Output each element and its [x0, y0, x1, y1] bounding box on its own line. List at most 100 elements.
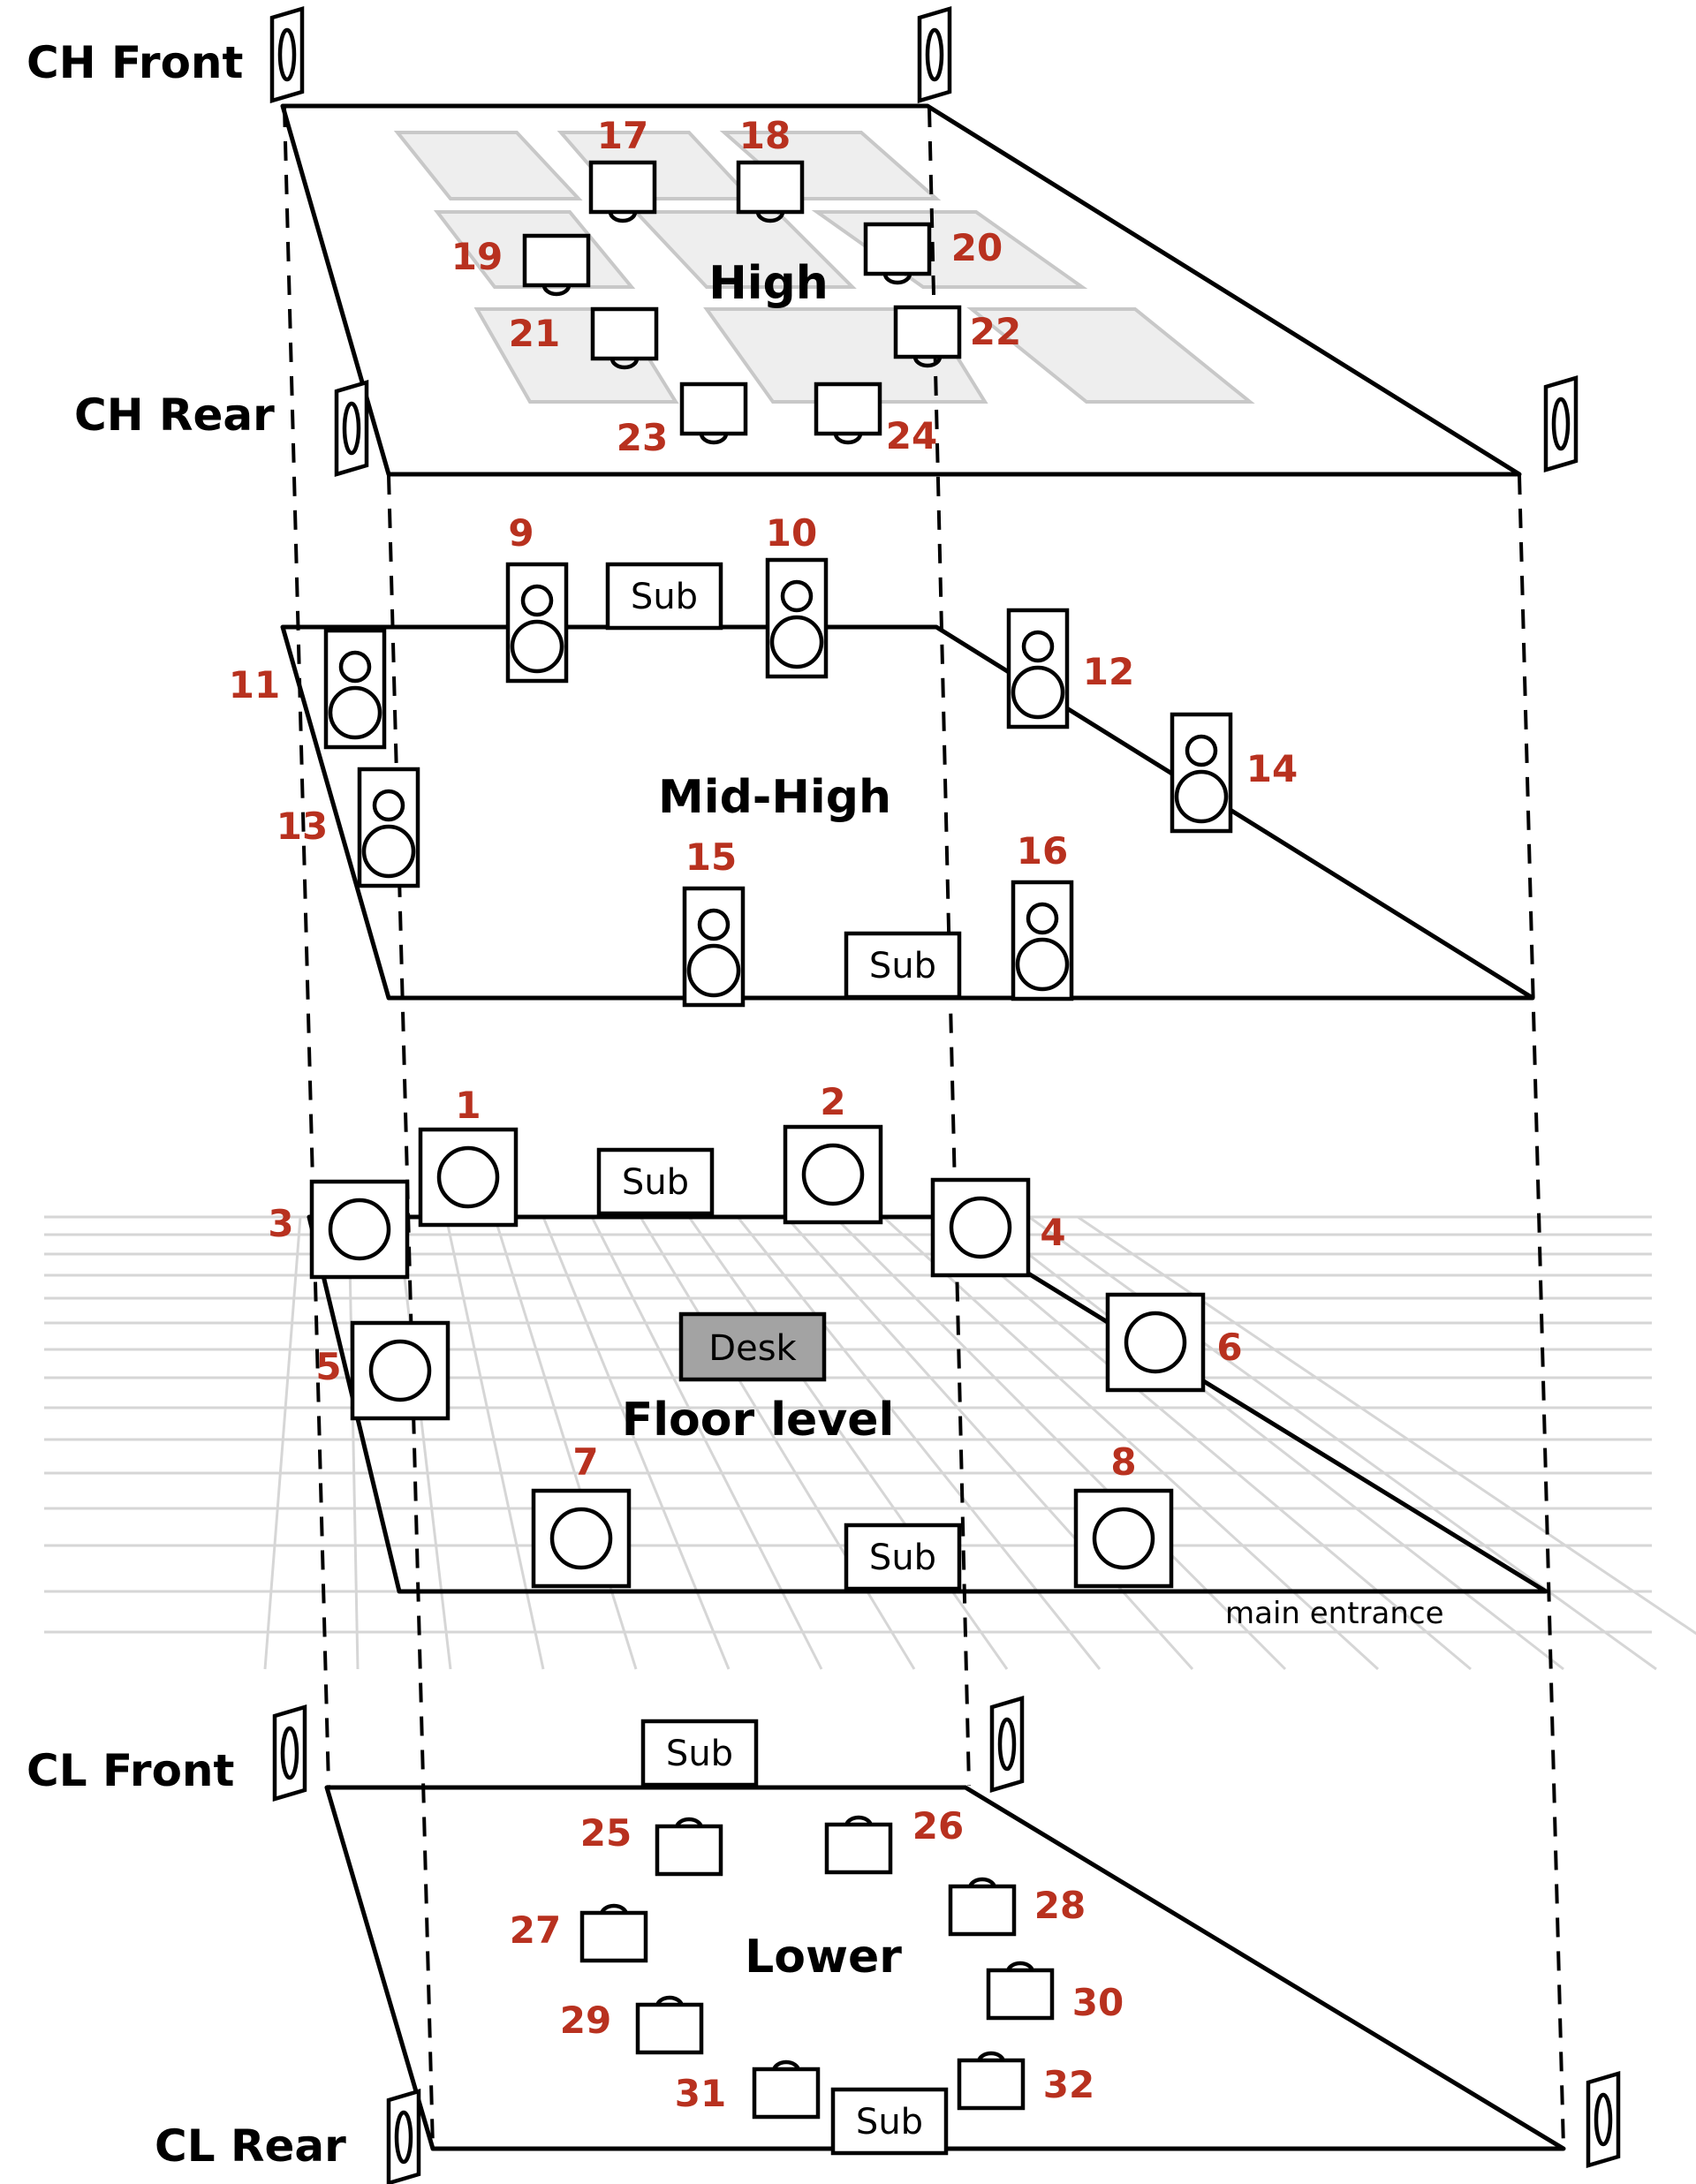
- floor-speaker-8: [1073, 1488, 1174, 1589]
- speaker-number-12: 12: [1083, 650, 1134, 693]
- cl-rear-right-wall-speaker: [1586, 2070, 1621, 2169]
- speaker-number-14: 14: [1246, 747, 1298, 790]
- ceiling-speaker-19: [522, 233, 591, 297]
- speaker-number-1: 1: [455, 1084, 481, 1127]
- ceiling-speaker-21: [590, 306, 659, 370]
- mid-high-speaker-16: [1011, 880, 1074, 1001]
- sub-box: Sub: [605, 562, 723, 631]
- speaker-number-2: 2: [820, 1080, 845, 1123]
- lower-speaker-27: [579, 1903, 648, 1963]
- floor-level-label: Floor level: [622, 1394, 895, 1447]
- sub-label: Sub: [869, 946, 936, 986]
- mid-high-speaker-12: [1006, 608, 1070, 729]
- speaker-number-29: 29: [560, 1999, 611, 2042]
- speaker-number-25: 25: [580, 1811, 632, 1855]
- speaker-number-8: 8: [1110, 1440, 1136, 1484]
- lower-speaker-26: [824, 1815, 893, 1875]
- lower-speaker-29: [635, 1995, 704, 2055]
- floor-speaker-6: [1105, 1292, 1206, 1393]
- mid-high-speaker-13: [357, 767, 420, 888]
- floor-speaker-2: [783, 1124, 883, 1225]
- floor-speaker-5: [350, 1320, 450, 1421]
- lower-speaker-32: [957, 2051, 1026, 2111]
- speaker-number-6: 6: [1216, 1326, 1242, 1369]
- ceiling-speaker-22: [893, 305, 962, 368]
- cl-rear-left-wall-speaker: [386, 2088, 421, 2184]
- speaker-number-23: 23: [617, 416, 668, 459]
- speaker-number-31: 31: [675, 2072, 726, 2115]
- speaker-number-5: 5: [315, 1345, 341, 1388]
- speaker-number-26: 26: [912, 1804, 964, 1848]
- speaker-number-20: 20: [951, 226, 1003, 269]
- sub-label: Sub: [856, 2102, 923, 2142]
- lower-speaker-31: [752, 2059, 821, 2120]
- wall-speakers: [269, 5, 1621, 2184]
- lower-speaker-25: [655, 1817, 723, 1877]
- speaker-number-9: 9: [508, 511, 534, 555]
- speaker-number-30: 30: [1072, 1981, 1124, 2024]
- ceiling-speaker-20: [863, 222, 932, 285]
- high-plane: [280, 103, 1522, 477]
- speaker-number-3: 3: [268, 1202, 293, 1245]
- ch-front-right-wall-speaker: [917, 5, 952, 104]
- speaker-number-19: 19: [451, 235, 503, 278]
- mid-high-speaker-11: [323, 628, 387, 750]
- speaker-number-22: 22: [970, 310, 1021, 353]
- floor-speaker-4: [930, 1177, 1031, 1278]
- ceiling-speaker-17: [588, 160, 657, 223]
- ch-rear-right-wall-speaker: [1543, 374, 1579, 473]
- lower-speaker-28: [948, 1877, 1017, 1937]
- speaker-number-10: 10: [766, 511, 817, 555]
- speaker-number-4: 4: [1040, 1211, 1065, 1254]
- ch-rear-left-wall-speaker: [334, 379, 369, 478]
- speaker-number-21: 21: [509, 312, 560, 355]
- speaker-number-27: 27: [510, 1908, 561, 1952]
- ceiling-speaker-18: [736, 160, 805, 223]
- main-entrance-label: main entrance: [1225, 1596, 1444, 1631]
- mid-high-speaker-9: [505, 562, 569, 684]
- mid-high-layer-label: Mid-High: [658, 771, 891, 824]
- ceiling-speaker-23: [679, 382, 748, 445]
- sub-label: Sub: [869, 1538, 936, 1578]
- speaker-numbers: 17 18 19 20 21 22 23 24 9 10 11 12 13 14…: [229, 114, 1298, 2115]
- cl-front-left-wall-speaker: [272, 1704, 307, 1802]
- sub-label: Sub: [631, 577, 698, 617]
- ch-front-left-wall-speaker: [269, 5, 305, 104]
- small-box-speakers: [522, 160, 1055, 2120]
- floor-speaker-3: [309, 1179, 410, 1280]
- speaker-number-16: 16: [1017, 829, 1068, 873]
- speaker-number-11: 11: [229, 663, 280, 707]
- speaker-number-18: 18: [739, 114, 791, 157]
- sub-label: Sub: [622, 1162, 689, 1203]
- speaker-number-17: 17: [597, 114, 648, 157]
- speaker-number-15: 15: [685, 835, 737, 879]
- high-layer-label: High: [708, 257, 829, 310]
- sub-label: Sub: [666, 1734, 733, 1774]
- sub-box: Sub: [844, 1523, 962, 1591]
- floor-speaker-1: [418, 1127, 519, 1228]
- desk-label: Desk: [708, 1328, 797, 1369]
- sub-box: Sub: [830, 2087, 949, 2156]
- speaker-number-24: 24: [886, 414, 937, 457]
- mid-high-speaker-15: [682, 886, 746, 1008]
- sub-box: Sub: [844, 931, 962, 1000]
- lower-plane: [324, 1785, 1566, 2151]
- speaker-number-7: 7: [572, 1440, 598, 1484]
- speaker-number-32: 32: [1043, 2063, 1094, 2106]
- mid-high-speaker-14: [1170, 712, 1233, 834]
- sub-box: Sub: [640, 1719, 759, 1787]
- sub-box: Sub: [596, 1147, 715, 1216]
- floor-speakers: [309, 1124, 1206, 1589]
- cl-front-right-wall-speaker: [989, 1695, 1025, 1794]
- mid-high-speakers: [323, 557, 1233, 1008]
- ch-rear-label: CH Rear: [74, 389, 275, 441]
- cl-front-label: CL Front: [26, 1745, 234, 1796]
- lower-layer-label: Lower: [745, 1931, 902, 1984]
- lower-speaker-30: [986, 1961, 1055, 2021]
- floor-plane: [307, 1214, 1548, 1594]
- floor-speaker-7: [531, 1488, 632, 1589]
- ch-front-label: CH Front: [26, 37, 243, 88]
- mid-high-speaker-10: [765, 557, 829, 679]
